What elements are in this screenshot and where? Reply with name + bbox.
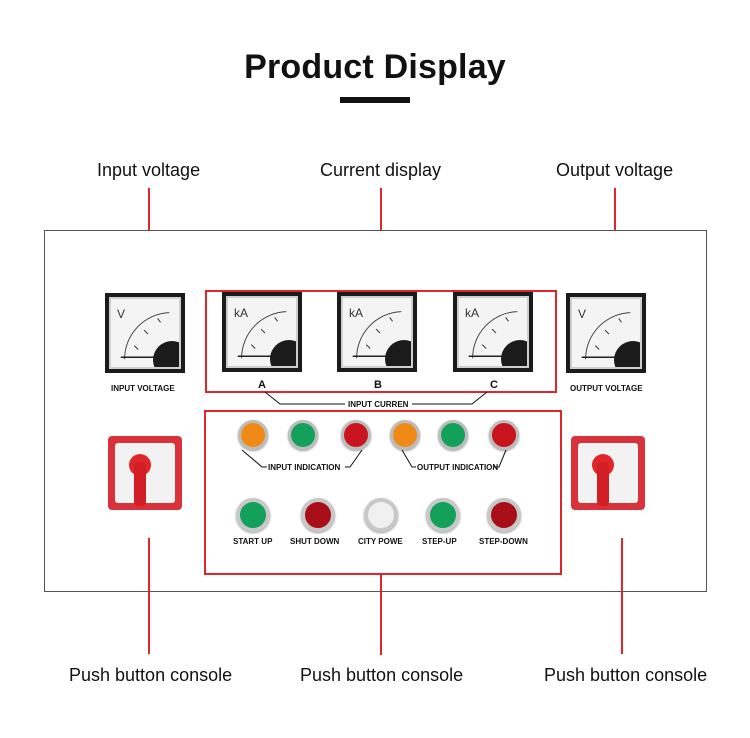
output-indication-label: OUTPUT INDICATION — [417, 463, 499, 472]
leader-line-push-left — [148, 538, 150, 654]
input-indicator-lamp-orange — [238, 420, 268, 450]
meter-unit-label: V — [578, 307, 587, 321]
push-button-group-box — [204, 410, 562, 575]
step-down-label: STEP-DOWN — [479, 537, 528, 546]
switch-handle-icon[interactable] — [134, 462, 146, 506]
input-indicator-lamp-red — [341, 420, 371, 450]
leader-line-push-right — [621, 538, 623, 654]
step-up-label: STEP-UP — [422, 537, 457, 546]
right-rotary-switch[interactable] — [571, 436, 645, 510]
left-rotary-switch[interactable] — [108, 436, 182, 510]
output-indicator-lamp-green — [438, 420, 468, 450]
callout-current-display: Current display — [320, 160, 442, 180]
shut-down-button[interactable] — [301, 498, 335, 532]
title-underline — [340, 97, 410, 103]
meter-unit-label: kA — [465, 306, 480, 320]
output-indicator-lamp-red — [489, 420, 519, 450]
leader-line-push-center — [380, 575, 382, 655]
input-voltage-label: INPUT VOLTAGE — [111, 384, 175, 393]
input-current-label: INPUT CURREN — [348, 400, 409, 409]
shut-down-label: SHUT DOWN — [290, 537, 340, 546]
step-down-button[interactable] — [487, 498, 521, 532]
switch-handle-icon[interactable] — [597, 462, 609, 506]
current-meter-c: kA — [453, 292, 533, 372]
input-indication-label: INPUT INDICATION — [268, 463, 341, 472]
city-power-button[interactable] — [364, 498, 398, 532]
start-up-button[interactable] — [236, 498, 270, 532]
callout-output-voltage: Output voltage — [556, 160, 674, 180]
input-voltage-meter: V — [105, 293, 185, 373]
callout-push-right: Push button console — [544, 665, 708, 685]
callout-input-voltage: Input voltage — [97, 160, 201, 180]
callout-push-center: Push button console — [300, 665, 464, 685]
page-title: Product Display — [244, 48, 506, 86]
start-up-label: START UP — [233, 537, 273, 546]
meter-unit-label: kA — [349, 306, 364, 320]
meter-a-label: A — [258, 379, 266, 391]
meter-unit-label: kA — [234, 306, 249, 320]
output-voltage-meter: V — [566, 293, 646, 373]
meter-b-label: B — [374, 379, 382, 391]
current-meter-a: kA — [222, 292, 302, 372]
meter-c-label: C — [490, 379, 498, 391]
output-voltage-label: OUTPUT VOLTAGE — [570, 384, 643, 393]
step-up-button[interactable] — [426, 498, 460, 532]
input-indicator-lamp-green — [288, 420, 318, 450]
current-meters-group-box — [205, 290, 557, 393]
city-power-label: CITY POWE — [358, 537, 403, 546]
meter-unit-label: V — [117, 307, 126, 321]
output-indicator-lamp-orange — [390, 420, 420, 450]
current-meter-b: kA — [337, 292, 417, 372]
callout-push-left: Push button console — [69, 665, 233, 685]
